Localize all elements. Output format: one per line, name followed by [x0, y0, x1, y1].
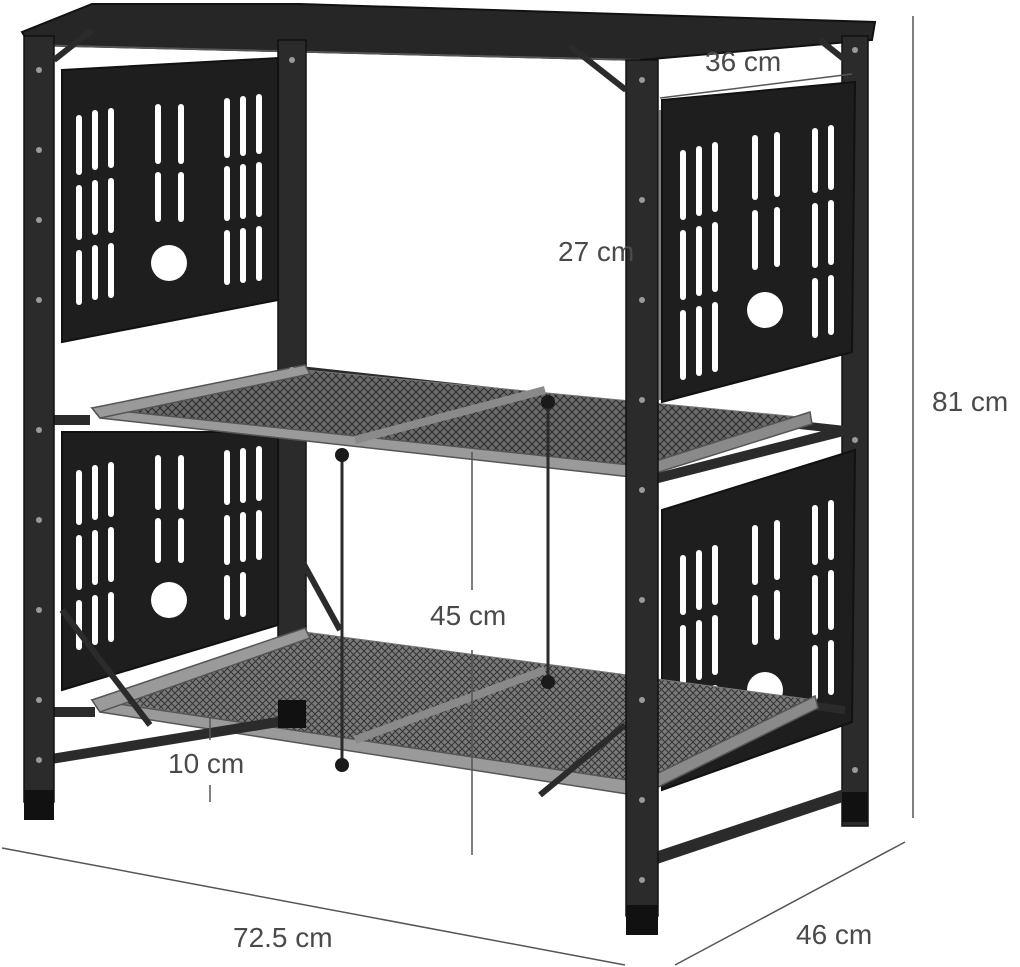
- left-upper-slots: [76, 94, 262, 305]
- width-dimension-line: [1, 847, 626, 966]
- left-upper-strut: [282, 528, 343, 632]
- lower-shelf-left-rail: [90, 627, 312, 713]
- upper-shelf-left-rail: [90, 364, 312, 419]
- left-lower-slots: [76, 446, 262, 650]
- panel-width-label: 36 cm: [705, 46, 782, 77]
- shelf-rim-label: 10 cm: [168, 748, 245, 779]
- lower-shelf-divider: [353, 666, 547, 744]
- width-label: 72.5 cm: [233, 922, 333, 953]
- panel-height-label: 27 cm: [558, 236, 635, 267]
- front-lower-back-rail: [44, 715, 291, 765]
- bolts: [36, 47, 858, 883]
- panel-width-dimension-line: [659, 73, 853, 99]
- height-label: 81 cm: [932, 386, 1009, 417]
- right-upper-side-panel: [661, 80, 857, 404]
- depth-dimension-line: [674, 841, 906, 966]
- left-lower-strut: [59, 608, 153, 727]
- front-side-mid-rail: [648, 423, 857, 485]
- right-upper-slots: [680, 125, 834, 380]
- dimension-lines: [1, 16, 914, 966]
- shelf-spacing-label: 45 cm: [430, 600, 507, 631]
- depth-label: 46 cm: [796, 919, 873, 950]
- right-lower-strut: [538, 722, 627, 798]
- front-side-bottom-rail: [648, 784, 862, 866]
- upper-shelf-divider: [353, 386, 547, 444]
